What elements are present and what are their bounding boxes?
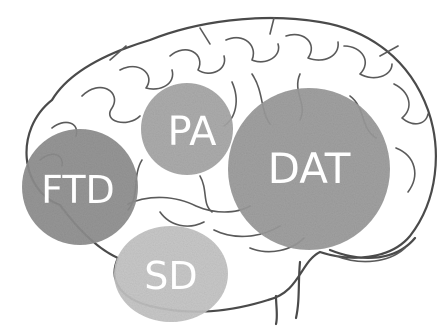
- region-sd-label: SD: [144, 254, 197, 298]
- region-pa: PA: [141, 83, 233, 175]
- region-dat: DAT: [228, 88, 390, 250]
- region-pa-label: PA: [168, 109, 218, 155]
- region-sd: SD: [114, 226, 228, 322]
- region-dat-label: DAT: [268, 144, 351, 193]
- region-ftd: FTD: [22, 129, 138, 245]
- region-ftd-label: FTD: [41, 168, 115, 212]
